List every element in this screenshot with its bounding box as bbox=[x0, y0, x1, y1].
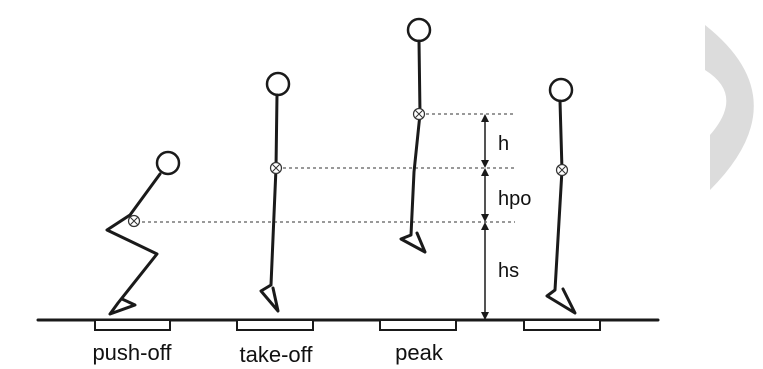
watermark-arc bbox=[705, 25, 754, 190]
force-plate-1 bbox=[94, 319, 171, 331]
force-plate-2 bbox=[236, 319, 314, 331]
phase-label-push-off: push-off bbox=[92, 340, 172, 365]
figure-take-off bbox=[259, 71, 291, 313]
phase-label-take-off: take-off bbox=[240, 342, 314, 367]
figure-landing bbox=[545, 77, 577, 315]
label-hpo: hpo bbox=[498, 188, 531, 210]
figure-peak bbox=[399, 17, 432, 254]
dimension-hpo bbox=[481, 168, 489, 222]
dimension-h bbox=[481, 114, 489, 168]
force-plate-3 bbox=[379, 319, 457, 331]
dimension-hs bbox=[481, 222, 489, 320]
force-plate-4 bbox=[523, 319, 601, 331]
label-h: h bbox=[498, 133, 509, 155]
figure-push-off bbox=[105, 150, 181, 316]
phase-label-peak: peak bbox=[395, 340, 444, 365]
label-hs: hs bbox=[498, 260, 519, 282]
